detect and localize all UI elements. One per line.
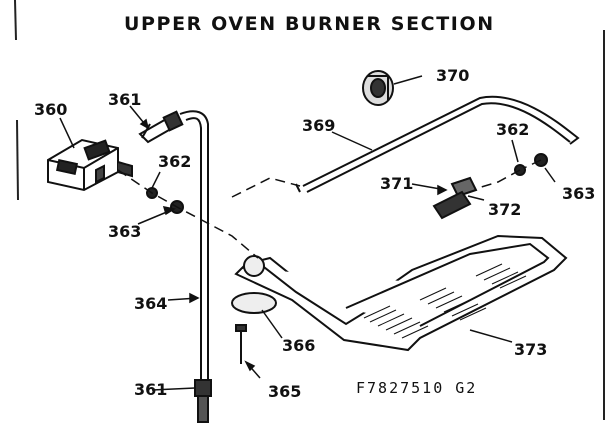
orifice-fitting-part <box>138 110 184 144</box>
callout-372: 372 <box>488 200 522 219</box>
callout-363-right: 363 <box>562 184 596 203</box>
callout-366: 366 <box>282 336 316 355</box>
bottom-fitting-part <box>194 379 212 423</box>
callout-365: 365 <box>268 382 302 401</box>
burner-plate-part <box>231 292 277 314</box>
callout-361-top: 361 <box>108 90 142 109</box>
callout-373: 373 <box>514 340 548 359</box>
burner-bracket-part <box>432 176 478 220</box>
callout-leaders <box>59 75 556 391</box>
oven-burner-part <box>234 234 568 352</box>
scan-edge-marks <box>14 0 605 420</box>
callout-371: 371 <box>380 174 414 193</box>
assembly-dash-lines <box>117 159 542 259</box>
gas-tube-part <box>179 110 209 380</box>
callout-362-right: 362 <box>496 120 530 139</box>
callout-363-left: 363 <box>108 222 142 241</box>
callout-369: 369 <box>302 116 336 135</box>
callout-360: 360 <box>34 100 68 119</box>
callout-361-bottom: 361 <box>134 380 168 399</box>
callout-362-left: 362 <box>158 152 192 171</box>
diagram-title: UPPER OVEN BURNER SECTION <box>124 13 495 35</box>
gas-valve-part <box>47 138 133 192</box>
screw-part <box>235 324 247 364</box>
callout-370: 370 <box>436 66 470 85</box>
thermostat-sensor-part <box>362 70 394 106</box>
capillary-tube-part <box>295 95 580 193</box>
callout-364: 364 <box>134 294 168 313</box>
nut-fittings-right <box>514 153 548 176</box>
drawing-code: F7827510 G2 <box>356 379 478 397</box>
